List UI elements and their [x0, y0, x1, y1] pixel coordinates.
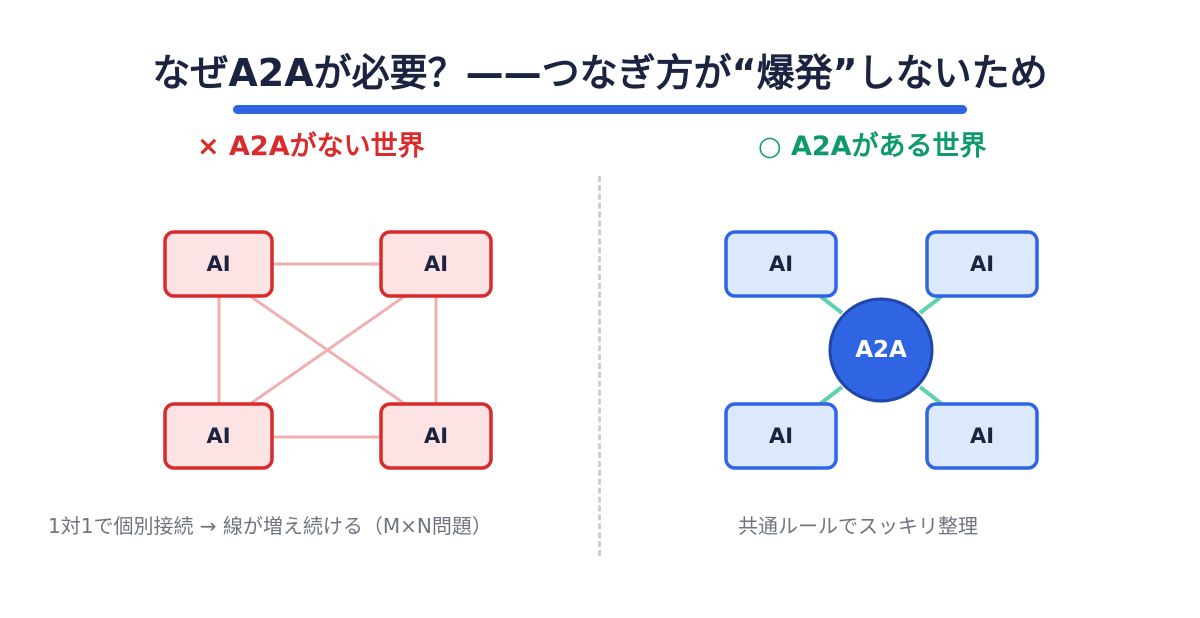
ai-node-label: AI: [424, 424, 448, 448]
ai-node-label: AI: [206, 424, 230, 448]
center-divider: [598, 176, 601, 556]
hub-link-top-left: [818, 294, 844, 315]
ai-node-right-bottom-left: AI: [724, 402, 838, 470]
ai-node-label: AI: [769, 424, 793, 448]
ai-node-left-top-right: AI: [379, 230, 493, 298]
a2a-hub: A2A: [828, 297, 934, 403]
ai-node-label: AI: [970, 424, 994, 448]
caption-with-a2a: 共通ルールでスッキリ整理: [738, 514, 978, 538]
ai-node-right-bottom-right: AI: [925, 402, 1039, 470]
mesh-links: [217, 262, 438, 439]
ai-node-label: AI: [769, 252, 793, 276]
ai-node-label: AI: [206, 252, 230, 276]
heading-without-a2a: × A2Aがない世界: [197, 131, 425, 162]
heading-with-a2a: ○ A2Aがある世界: [758, 131, 987, 162]
hub-links: [818, 294, 944, 406]
page-title: なぜA2Aが必要？——つなぎ方が“爆発”しないため: [152, 51, 1048, 95]
ai-node-right-top-left: AI: [724, 230, 838, 298]
hub-link-bottom-right: [918, 385, 944, 406]
ai-node-label: AI: [424, 252, 448, 276]
mesh-link-diagonal-2: [249, 294, 406, 406]
ai-node-right-top-right: AI: [925, 230, 1039, 298]
hub-link-bottom-left: [818, 385, 844, 406]
ai-node-left-top-left: AI: [163, 230, 274, 298]
a2a-hub-label: A2A: [855, 337, 907, 363]
title-underline: [233, 105, 967, 114]
ai-node-left-bottom-right: AI: [379, 402, 493, 470]
ai-node-label: AI: [970, 252, 994, 276]
ai-node-left-bottom-left: AI: [163, 402, 274, 470]
caption-without-a2a: 1対1で個別接続 → 線が増え続ける（M×N問題）: [48, 514, 492, 538]
hub-link-top-right: [918, 294, 944, 315]
